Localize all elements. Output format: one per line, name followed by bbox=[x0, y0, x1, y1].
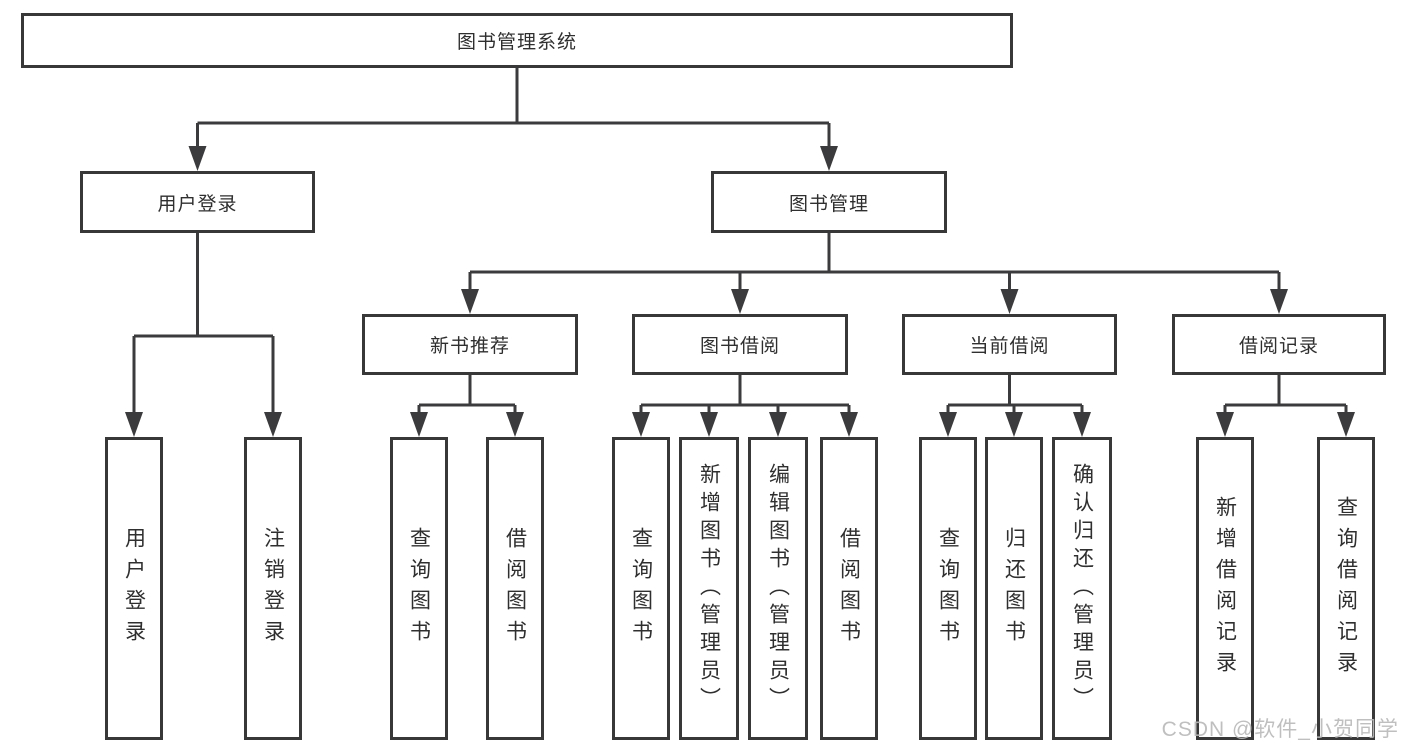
arrowhead-down-icon bbox=[1005, 412, 1023, 437]
csdn-watermark: CSDN @软件_小贺同学 bbox=[1161, 718, 1399, 741]
node-borrowing-records: 借阅记录 bbox=[1172, 314, 1386, 375]
arrowhead-down-icon bbox=[769, 412, 787, 437]
leaf-confirm-return-admin: 确认归还（管理员） bbox=[1052, 437, 1112, 740]
arrowhead-down-icon bbox=[840, 412, 858, 437]
arrowhead-down-icon bbox=[820, 146, 838, 171]
arrowhead-down-icon bbox=[1337, 412, 1355, 437]
leaf-borrow-books-recommend: 借阅图书 bbox=[486, 437, 544, 740]
leaf-user-login: 用户登录 bbox=[105, 437, 163, 740]
arrowhead-down-icon bbox=[1216, 412, 1234, 437]
leaf-return-book: 归还图书 bbox=[985, 437, 1043, 740]
leaf-query-books-borrowing: 查询图书 bbox=[612, 437, 670, 740]
arrowhead-down-icon bbox=[731, 289, 749, 314]
arrowhead-down-icon bbox=[1073, 412, 1091, 437]
leaf-edit-book-admin: 编辑图书（管理员） bbox=[748, 437, 808, 740]
node-book-borrowing: 图书借阅 bbox=[632, 314, 848, 375]
arrowhead-down-icon bbox=[632, 412, 650, 437]
leaf-add-book-admin: 新增图书（管理员） bbox=[679, 437, 739, 740]
arrowhead-down-icon bbox=[1000, 289, 1019, 314]
arrowhead-down-icon bbox=[264, 412, 282, 437]
arrowhead-down-icon bbox=[1270, 289, 1288, 314]
arrowhead-down-icon bbox=[410, 412, 428, 437]
leaf-borrow-books-borrowing: 借阅图书 bbox=[820, 437, 878, 740]
node-new-book-recommendation: 新书推荐 bbox=[362, 314, 578, 375]
arrowhead-down-icon bbox=[125, 412, 143, 437]
arrowhead-down-icon bbox=[700, 412, 718, 437]
leaf-query-borrowing-record: 查询借阅记录 bbox=[1317, 437, 1375, 740]
leaf-query-books-recommend: 查询图书 bbox=[390, 437, 448, 740]
arrowhead-down-icon bbox=[188, 146, 207, 171]
node-user-login: 用户登录 bbox=[80, 171, 315, 233]
leaf-add-borrowing-record: 新增借阅记录 bbox=[1196, 437, 1254, 740]
leaf-query-books-current: 查询图书 bbox=[919, 437, 977, 740]
leaf-logout: 注销登录 bbox=[244, 437, 302, 740]
node-book-management: 图书管理 bbox=[711, 171, 947, 233]
arrowhead-down-icon bbox=[461, 289, 479, 314]
node-current-borrowing: 当前借阅 bbox=[902, 314, 1117, 375]
arrowhead-down-icon bbox=[506, 412, 524, 437]
node-library-management-system: 图书管理系统 bbox=[21, 13, 1013, 68]
arrowhead-down-icon bbox=[939, 412, 957, 437]
